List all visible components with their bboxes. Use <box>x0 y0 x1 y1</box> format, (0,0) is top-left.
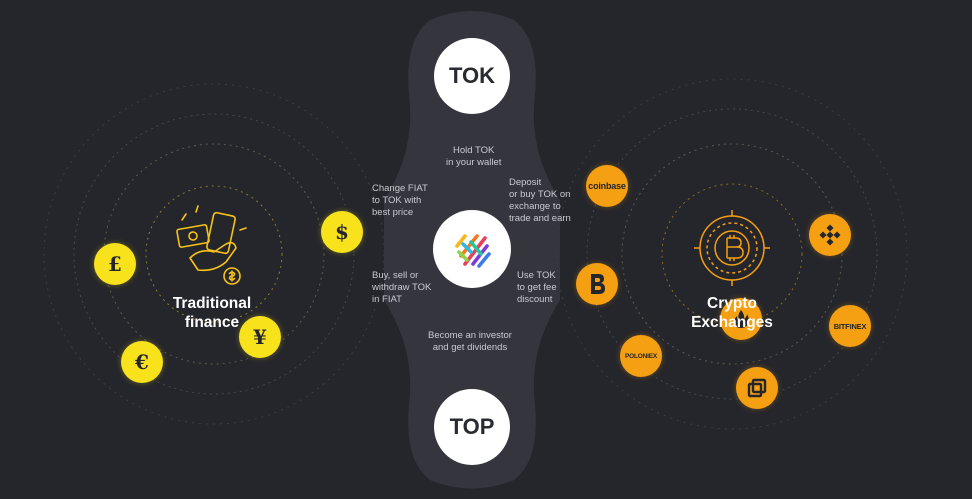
bittrex-coin <box>576 263 618 305</box>
binance-coin <box>809 214 851 256</box>
cube-icon <box>747 378 767 398</box>
top-node-label: TOP <box>449 414 495 439</box>
pound-symbol: £ <box>108 252 122 276</box>
cube-coin <box>736 367 778 409</box>
bittrex-icon <box>591 274 605 294</box>
crypto-rings <box>556 78 908 430</box>
crypto-exchanges-title: Crypto Exchanges <box>691 295 773 331</box>
poloniex-coin: POLONIEX <box>620 335 662 377</box>
flow-deposit: Deposit or buy TOK on exchange to trade … <box>509 177 571 224</box>
yen-coin: ¥ <box>239 316 281 358</box>
flow-use-tok: Use TOK to get fee discount <box>517 270 557 305</box>
euro-coin: € <box>121 341 163 383</box>
yen-symbol: ¥ <box>253 325 267 349</box>
poloniex-label: POLONIEX <box>625 352 657 360</box>
bitfinex-label: BITFINEX <box>833 321 867 331</box>
tok-logo-icon <box>455 234 491 268</box>
huobi-coin <box>720 298 762 340</box>
tok-node-label: TOK <box>448 63 496 88</box>
traditional-finance-title: Traditional finance <box>172 295 252 331</box>
flow-invest: Become an investor and get dividends <box>428 330 512 353</box>
bitfinex-coin: BITFINEX <box>829 305 871 347</box>
bitcoin-target-icon <box>694 210 770 286</box>
binance-icon <box>819 224 841 246</box>
dollar-coin: $ <box>321 211 363 253</box>
coinbase-coin: coinbase <box>586 165 628 207</box>
center-node[interactable] <box>433 210 511 288</box>
coinbase-label: coinbase <box>588 181 626 191</box>
top-node[interactable]: TOP <box>434 389 510 465</box>
cash-and-phone-icon <box>176 205 247 285</box>
traditional-rings <box>43 83 385 425</box>
flow-buy-sell: Buy, sell or withdraw TOK in FIAT <box>372 270 432 305</box>
tok-node[interactable]: TOK <box>434 38 510 114</box>
euro-symbol: € <box>135 350 149 374</box>
pound-coin: £ <box>94 243 136 285</box>
flow-change-fiat: Change FIAT to TOK with best price <box>372 183 428 218</box>
dollar-symbol: $ <box>335 220 349 244</box>
huobi-flame-icon <box>734 310 749 328</box>
flow-hold: Hold TOK in your wallet <box>446 145 502 168</box>
